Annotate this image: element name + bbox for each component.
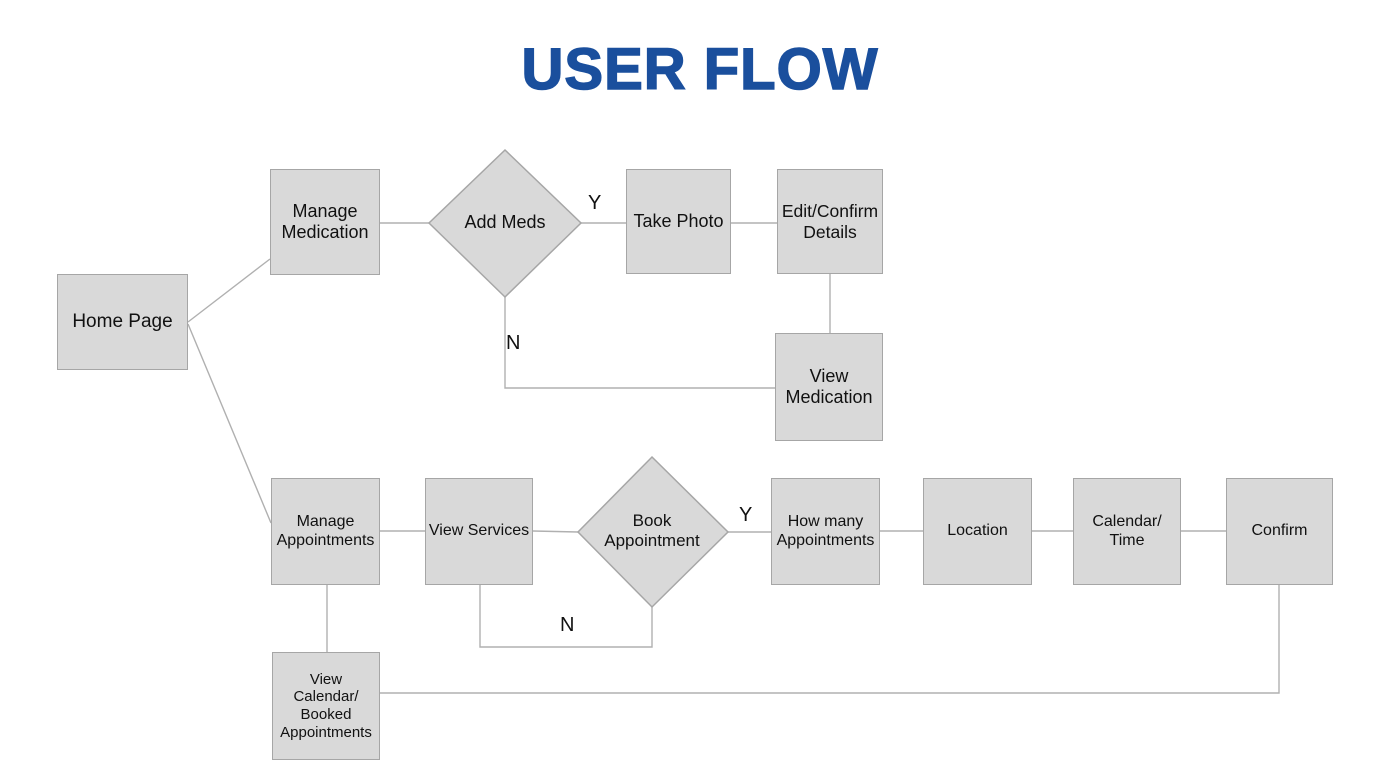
node-view-medication: View Medication: [775, 333, 883, 441]
decision-add-meds-shape: [427, 148, 583, 299]
decision-book-appointment-shape: [576, 455, 730, 609]
node-how-many-appointments: How many Appointments: [771, 478, 880, 585]
node-manage-medication: Manage Medication: [270, 169, 380, 275]
node-edit-confirm-details: Edit/Confirm Details: [777, 169, 883, 274]
node-confirm: Confirm: [1226, 478, 1333, 585]
page-title: USER FLOW: [521, 36, 879, 103]
edge-view-services-no-loop: [479, 585, 653, 648]
node-home-page: Home Page: [57, 274, 188, 370]
edge-home-to-manage-appointments: [187, 323, 272, 524]
node-location: Location: [923, 478, 1032, 585]
branch-label-book-no: N: [560, 614, 575, 636]
edge-home-to-manage-medication: [187, 258, 271, 323]
branch-label-add-meds-no: N: [506, 332, 521, 354]
edge-view-services-to-book-appointment: [532, 530, 579, 533]
branch-label-add-meds-yes: Y: [588, 192, 602, 214]
edge-confirm-to-view-calendar: [380, 585, 1280, 694]
decision-book-appointment-label: Book Appointment: [604, 511, 700, 551]
node-view-services: View Services: [425, 478, 533, 585]
decision-add-meds-label: Add Meds: [464, 212, 546, 232]
edge-add-meds-no-to-view-medication: [504, 297, 775, 389]
node-manage-appointments: Manage Appointments: [271, 478, 380, 585]
node-take-photo: Take Photo: [626, 169, 731, 274]
node-view-calendar-booked-appointments: View Calendar/ Booked Appointments: [272, 652, 380, 760]
node-calendar-time: Calendar/ Time: [1073, 478, 1181, 585]
branch-label-book-yes: Y: [739, 504, 753, 526]
